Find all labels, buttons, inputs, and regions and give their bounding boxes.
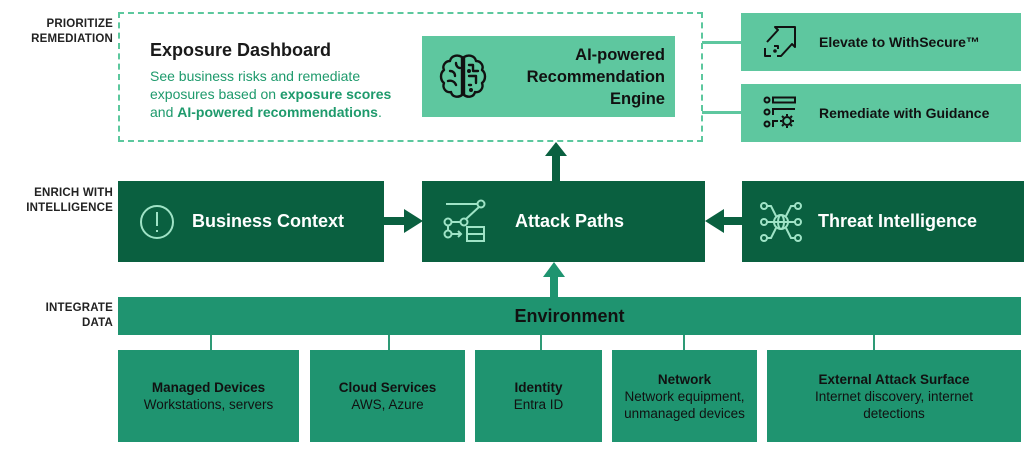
row-label-line: REMEDIATION (31, 33, 113, 45)
row-label-line: ENRICH WITH (34, 187, 113, 199)
attack-paths-label: Attack Paths (515, 211, 625, 231)
row-label-prioritize: PRIORITIZE REMEDIATION (31, 17, 113, 47)
source-detail: Workstations, servers (143, 397, 274, 412)
row-label-line: INTELLIGENCE (26, 202, 113, 214)
source-external-attack-surface[interactable]: External Attack Surface Internet discove… (767, 350, 1021, 442)
connector-managed-devices (210, 335, 212, 350)
elevate-to-withsecure-box[interactable]: Elevate to WithSecure™ (741, 13, 1021, 71)
connector-elevate (702, 41, 742, 44)
source-detail: Entra ID (513, 397, 564, 412)
connector-network (683, 335, 685, 350)
brain-circuit-icon (439, 54, 487, 98)
source-detail: Network equipment, (624, 388, 745, 404)
threat-intelligence-label: Threat Intelligence (818, 211, 978, 231)
source-network[interactable]: Network Network equipment, unmanaged dev… (612, 350, 757, 442)
business-context-box[interactable]: Business Context (118, 181, 384, 262)
ai-engine-label-line: AI-powered (575, 46, 665, 64)
elevate-label: Elevate to WithSecure™ (819, 34, 980, 50)
ai-engine-label: AI-powered Recommendation Engine (527, 44, 665, 110)
exposure-dashboard-frame (118, 12, 703, 142)
remediate-with-guidance-box[interactable]: Remediate with Guidance (741, 84, 1021, 142)
source-cloud-services[interactable]: Cloud Services AWS, Azure (310, 350, 465, 442)
source-detail: Internet discovery, internet (814, 388, 974, 404)
threat-intelligence-box[interactable]: Threat Intelligence (742, 181, 1024, 262)
ai-recommendation-engine-box[interactable]: AI-powered Recommendation Engine (422, 36, 675, 117)
arrow-up-to-attack-paths (543, 262, 565, 298)
arrow-right-to-attack-paths (384, 209, 423, 233)
source-title: Cloud Services (338, 380, 437, 395)
remediate-label: Remediate with Guidance (819, 105, 990, 121)
ai-engine-label-line: Engine (609, 90, 665, 108)
row-label-enrich: ENRICH WITH INTELLIGENCE (26, 186, 113, 216)
source-detail: unmanaged devices (624, 405, 745, 421)
environment-bar[interactable]: Environment (118, 297, 1021, 335)
source-identity[interactable]: Identity Entra ID (475, 350, 602, 442)
source-title: External Attack Surface (818, 371, 970, 387)
row-label-line: INTEGRATE (45, 302, 113, 314)
business-context-label: Business Context (192, 211, 345, 231)
exposure-dashboard-title: Exposure Dashboard (150, 40, 332, 60)
desc-bold-exposure-scores: exposure scores (279, 86, 392, 102)
attack-path-icon (443, 199, 486, 242)
source-detail: detections (863, 405, 925, 421)
arrow-left-to-attack-paths (705, 209, 743, 233)
desc-text: and (150, 104, 178, 120)
source-title: Identity (514, 380, 563, 395)
connector-cloud-services (388, 335, 390, 350)
arrow-up-to-ai-engine (545, 142, 567, 182)
connector-identity (540, 335, 542, 350)
exclamation-circle-icon (140, 205, 174, 239)
source-detail: AWS, Azure (351, 397, 424, 412)
elevate-arrow-icon (764, 26, 796, 57)
source-title: Network (657, 371, 712, 387)
source-title: Managed Devices (151, 380, 266, 395)
list-gear-icon (763, 96, 796, 128)
connector-external-attack-surface (873, 335, 875, 350)
desc-bold-ai-recommendations: AI-powered recommendations (177, 104, 378, 120)
ai-engine-label-line: Recommendation (526, 68, 665, 86)
desc-text: . (377, 104, 382, 120)
source-managed-devices[interactable]: Managed Devices Workstations, servers (118, 350, 299, 442)
attack-paths-box[interactable]: Attack Paths (422, 181, 705, 262)
row-label-line: PRIORITIZE (46, 18, 113, 30)
environment-label: Environment (514, 305, 625, 326)
exposure-dashboard-description: See business risks and remediate exposur… (150, 67, 410, 121)
row-label-line: DATA (81, 317, 113, 329)
connector-remediate (702, 111, 742, 114)
globe-network-icon (760, 202, 802, 242)
desc-text: See business risks and remediate exposur… (150, 68, 361, 102)
row-label-integrate: INTEGRATE DATA (46, 301, 113, 331)
